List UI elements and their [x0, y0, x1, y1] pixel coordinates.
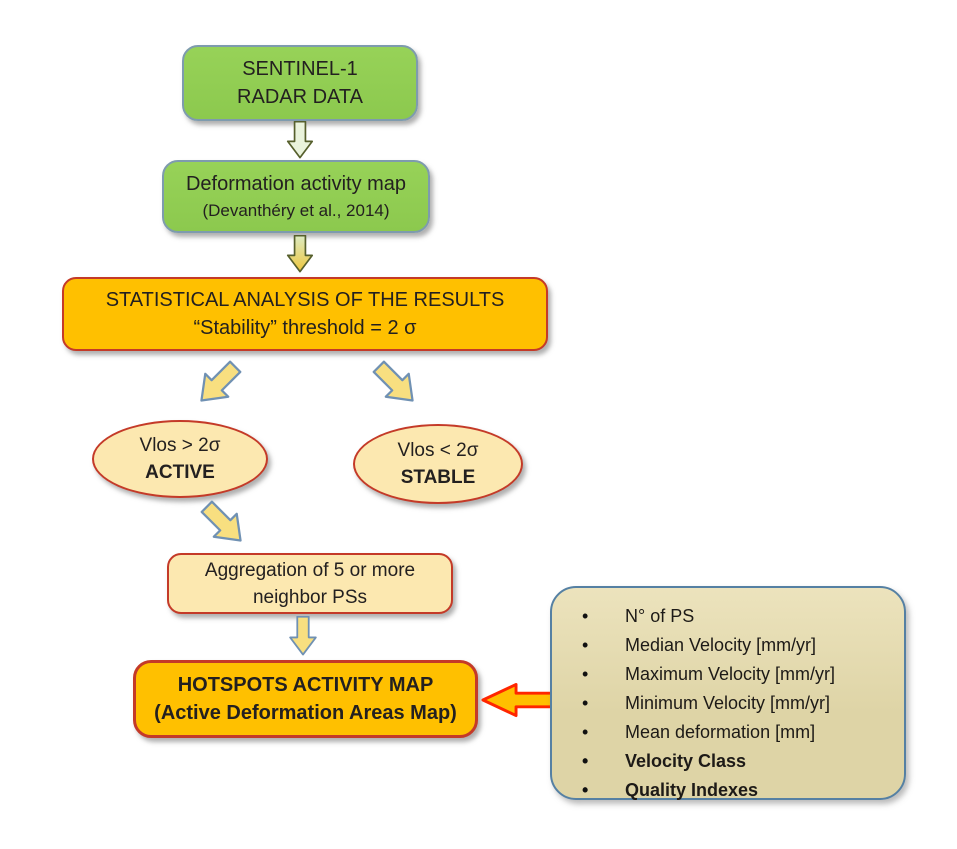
arrow-panel-to-hotspots-icon: [481, 682, 555, 718]
attributes-panel: N° of PS Median Velocity [mm/yr] Maximum…: [550, 586, 906, 805]
list-item: Velocity Class: [552, 747, 894, 776]
deformation-activity-map-box: Deformation activity map (Devanthéry et …: [162, 160, 430, 233]
hotspots-line2: (Active Deformation Areas Map): [154, 702, 457, 724]
stable-line2: STABLE: [400, 467, 476, 488]
active-line2: ACTIVE: [145, 462, 215, 483]
list-item: Minimum Velocity [mm/yr]: [552, 689, 894, 718]
deformation-line2: (Devanthéry et al., 2014): [202, 200, 390, 220]
list-item: Quality Indexes: [552, 776, 894, 805]
list-item: N° of PS: [552, 602, 894, 631]
arrow-statistical-to-stable-icon: [364, 352, 428, 416]
list-item: Maximum Velocity [mm/yr]: [552, 660, 894, 689]
deformation-line1: Deformation activity map: [185, 172, 407, 195]
aggregation-line2: neighbor PSs: [252, 586, 368, 608]
arrow-statistical-to-active-icon: [186, 352, 250, 416]
statistical-line2: “Stability” threshold = 2 σ: [193, 317, 417, 339]
arrow-active-to-aggregation-icon: [192, 492, 256, 556]
aggregation-line1: Aggregation of 5 or more: [204, 559, 416, 581]
stable-ellipse: Vlos < 2σ STABLE: [353, 424, 523, 504]
arrow-deformation-to-statistical-icon: [283, 235, 317, 273]
sentinel-line2: RADAR DATA: [237, 86, 363, 108]
list-item: Median Velocity [mm/yr]: [552, 631, 894, 660]
arrow-aggregation-to-hotspots-icon: [286, 616, 320, 656]
statistical-analysis-box: STATISTICAL ANALYSIS OF THE RESULTS “Sta…: [62, 277, 548, 351]
sentinel-line1: SENTINEL-1: [242, 58, 358, 80]
aggregation-box: Aggregation of 5 or more neighbor PSs: [167, 553, 453, 614]
list-item: Mean deformation [mm]: [552, 718, 894, 747]
stable-line1: Vlos < 2σ: [397, 440, 479, 461]
active-line1: Vlos > 2σ: [139, 435, 221, 456]
statistical-line1: STATISTICAL ANALYSIS OF THE RESULTS: [105, 289, 505, 311]
hotspots-line1: HOTSPOTS ACTIVITY MAP: [177, 674, 434, 696]
active-ellipse: Vlos > 2σ ACTIVE: [92, 420, 268, 498]
sentinel-radar-data-box: SENTINEL-1 RADAR DATA: [182, 45, 418, 121]
arrow-sentinel-to-deformation-icon: [283, 121, 317, 159]
attributes-list: N° of PS Median Velocity [mm/yr] Maximum…: [552, 588, 904, 805]
hotspots-activity-map-box: HOTSPOTS ACTIVITY MAP (Active Deformatio…: [133, 660, 478, 738]
